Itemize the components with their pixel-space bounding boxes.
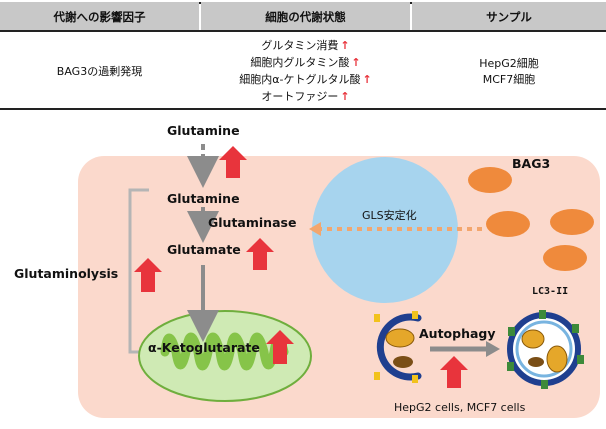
up-arrow-icon: ↑ (351, 56, 361, 69)
factor-cell: BAG3の過剰発現 (56, 65, 143, 78)
glutamine-label: Glutamine (167, 191, 240, 206)
nucleus (312, 157, 458, 303)
phagophore-icon (374, 311, 422, 383)
up-arrow-icon (219, 146, 247, 178)
diagram-canvas (78, 144, 600, 418)
glutaminolysis-label: Glutaminolysis (14, 266, 119, 281)
mitochondrion-icon (138, 310, 312, 402)
gls-arrowhead (309, 222, 321, 236)
table-header-cell-2 (201, 2, 410, 30)
metabolism-diagram: Glutamine Glutamine Glutaminase Glutamat… (0, 112, 606, 429)
up-arrow-icon: ↑ (340, 90, 350, 103)
autophagosome-icon (507, 310, 584, 389)
state-row: オートファジー↑ (201, 88, 410, 104)
up-arrow-icon: ↑ (340, 39, 350, 52)
akg-label: α-Ketoglutarate (148, 340, 260, 355)
up-arrow-icon (134, 258, 162, 292)
summary-table: 代謝への影響因子 細胞の代謝状態 サンプル BAG3の過剰発現 グルタミン消費↑… (0, 0, 606, 112)
up-arrow-icon: ↑ (362, 73, 372, 86)
state-text: 細胞内グルタミン酸 (250, 56, 350, 69)
table-header-cell-3 (412, 2, 606, 30)
bag3-proteins-icon (468, 167, 594, 271)
autophagy-label: Autophagy (419, 326, 496, 341)
bag3-label: BAG3 (512, 156, 551, 171)
header-factor: 代謝への影響因子 (53, 10, 146, 24)
up-arrows (134, 146, 468, 388)
sample-mcf7: MCF7細胞 (482, 73, 536, 86)
table-header-rule (0, 30, 606, 32)
state-row: 細胞内α-ケトグルタル酸↑ (201, 71, 410, 87)
glutamine-top-label: Glutamine (167, 123, 240, 138)
state-row: グルタミン消費↑ (201, 37, 410, 53)
up-arrow-icon (440, 356, 468, 388)
up-arrow-icon (246, 238, 274, 270)
state-text: オートファジー (261, 90, 339, 103)
autophagy-arrowhead (486, 341, 500, 357)
header-state: 細胞の代謝状態 (265, 10, 346, 24)
table-header-cell-1 (0, 2, 199, 30)
cells-label: HepG2 cells, MCF7 cells (394, 401, 526, 414)
glutaminase-label: Glutaminase (208, 215, 297, 230)
lc3-label: LC3-II (532, 286, 569, 297)
state-text: グルタミン消費 (261, 39, 339, 52)
state-text: 細胞内α-ケトグルタル酸 (239, 73, 361, 86)
header-sample: サンプル (486, 10, 532, 24)
sample-hepg2: HepG2細胞 (479, 57, 539, 70)
gls-stabilization-label: GLS安定化 (362, 209, 417, 222)
state-row: 細胞内グルタミン酸↑ (201, 54, 410, 70)
table-bottom-rule (0, 108, 606, 110)
glutamate-label: Glutamate (167, 242, 241, 257)
up-arrow-icon (266, 330, 294, 364)
